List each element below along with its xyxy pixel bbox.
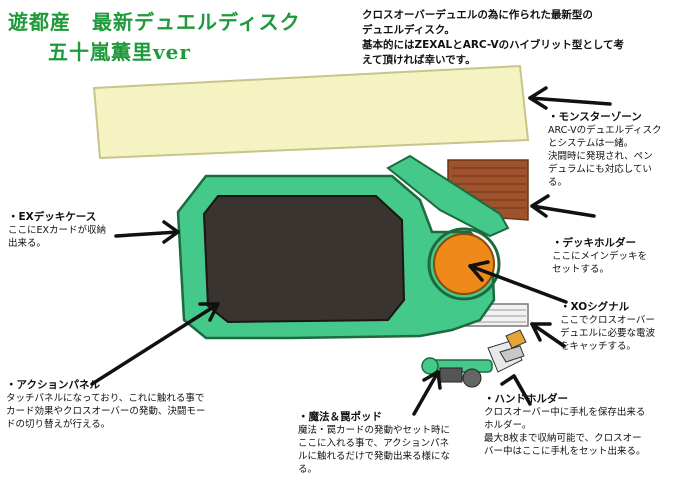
label-spell-trap-pod: ・魔法＆罠ポッド 魔法・罠カードの発動やセット時に ここに入れる事で、アクション… <box>298 410 450 476</box>
label-line: セットする。 <box>552 264 610 275</box>
label-line: 最大8枚まで収納可能で、クロスオー <box>484 433 642 444</box>
title-line1: 遊都産 最新デュエルディスク <box>8 10 301 34</box>
label-monster-zone: ・モンスターゾーン ARC-Vのデュエルディスク とシステムは一緒。 決闘時に発… <box>548 110 661 189</box>
label-action-panel: ・アクションパネル タッチパネルになっており、これに触れる事で カード効果やクロ… <box>6 378 205 431</box>
label-line: をキャッチする。 <box>560 341 637 352</box>
label-line: デュエルに必要な電波 <box>560 328 656 339</box>
intro-text: クロスオーバーデュエルの為に作られた最新型の デュエルディスク。 基本的にはZE… <box>362 8 674 68</box>
label-heading: ・モンスターゾーン <box>548 111 642 123</box>
label-line: デュラムにも対応してい <box>548 164 652 175</box>
label-line: バー中はここに手札をセット出来る。 <box>484 446 646 457</box>
title-line2: 五十嵐薫里ver <box>48 40 191 64</box>
intro-line: えて頂ければ幸いです。 <box>362 54 476 66</box>
arrow-hand-holder <box>500 374 532 406</box>
label-heading: ・魔法＆罠ポッド <box>298 411 382 423</box>
monster-zone-band <box>92 64 530 160</box>
label-heading: ・アクションパネル <box>6 379 100 391</box>
label-line: ルに触れるだけで発動出来る様にな <box>298 451 451 462</box>
label-deck-holder: ・デッキホルダー ここにメインデッキを セットする。 <box>552 236 647 276</box>
hand-holder <box>421 329 527 388</box>
label-line: ARC-Vのデュエルディスク <box>548 125 662 136</box>
label-line: る。 <box>298 464 318 475</box>
label-line: ここに入れる事で、アクションパネ <box>298 438 450 449</box>
arrow-spell-trap <box>412 370 442 416</box>
label-line: ここでクロスオーバー <box>560 315 655 326</box>
label-line: 魔法・罠カードの発動やセット時に <box>298 425 451 436</box>
disk-arm <box>386 154 510 238</box>
label-line: カード効果やクロスオーバーの発動、決闘モー <box>6 406 206 417</box>
label-line: ここにEXカードが収納 <box>8 225 107 236</box>
label-heading: ・デッキホルダー <box>552 237 636 249</box>
label-heading: ・XOシグナル <box>560 301 630 313</box>
arrow-monster-zone <box>528 86 612 110</box>
intro-line: 基本的にはZEXALとARC-Vのハイブリット型として考 <box>362 39 625 51</box>
label-line: とシステムは一緒。 <box>548 138 634 149</box>
label-line: ここにメインデッキを <box>552 251 648 262</box>
arrow-ex-deck <box>114 220 180 244</box>
arrow-card-stack <box>530 194 596 218</box>
arrow-xo-signal <box>530 322 566 348</box>
label-line: 決闘時に発現され、ペン <box>548 151 653 162</box>
label-line: ホルダー。 <box>484 420 532 431</box>
action-panel <box>202 195 406 324</box>
label-heading: ・ハンドホルダー <box>484 393 568 405</box>
intro-line: デュエルディスク。 <box>362 24 455 36</box>
label-line: る。 <box>548 177 568 188</box>
label-line: 出来る。 <box>8 238 47 249</box>
label-line: ドの切り替えが行える。 <box>6 419 111 430</box>
label-hand-holder: ・ハンドホルダー クロスオーバー中に手札を保存出来る ホルダー。 最大8枚まで収… <box>484 392 646 458</box>
label-line: クロスオーバー中に手札を保存出来る <box>484 407 646 418</box>
arrow-deck-holder <box>468 260 568 304</box>
label-xo-signal: ・XOシグナル ここでクロスオーバー デュエルに必要な電波 をキャッチする。 <box>560 300 655 353</box>
intro-line: クロスオーバーデュエルの為に作られた最新型の <box>362 9 593 21</box>
label-ex-deck-case: ・EXデッキケース ここにEXカードが収納 出来る。 <box>8 210 106 250</box>
label-heading: ・EXデッキケース <box>8 211 97 223</box>
label-line: タッチパネルになっており、これに触れる事で <box>6 393 205 404</box>
arrow-action-panel <box>90 302 220 386</box>
